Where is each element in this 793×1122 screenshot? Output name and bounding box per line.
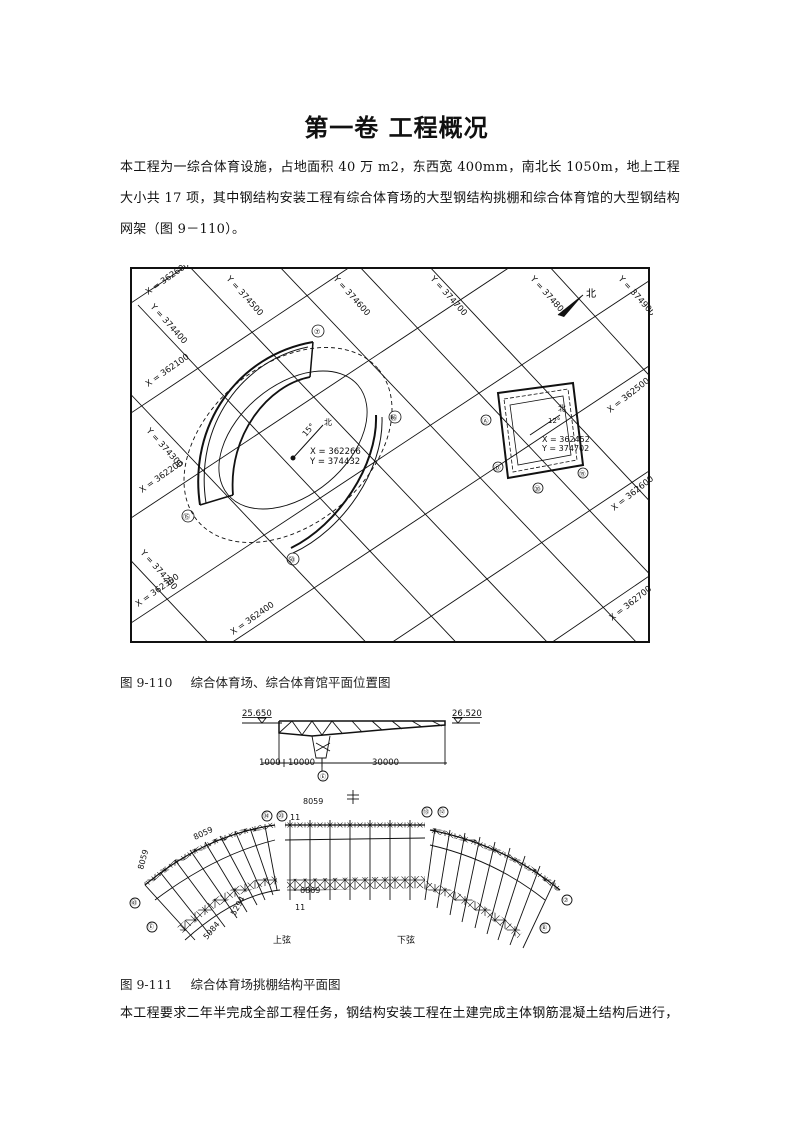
level-right: 26.520 [452, 709, 482, 719]
center-x-label: X = 362266 [310, 447, 361, 457]
site-plan-figure: X = 362600 Y = 374400 X = 362100 Y = 374… [130, 265, 653, 643]
plan-frame [130, 267, 650, 643]
axis-mark: Ⓓ [494, 464, 501, 472]
north-label: 北 [324, 418, 332, 427]
axis-mark: ㊱ [390, 414, 397, 422]
stadium-plan [181, 324, 402, 566]
axis-mark: ⑳ [534, 485, 541, 493]
axis-mark: Ⓐ [482, 417, 489, 425]
center-y-label: Y = 374432 [309, 457, 360, 467]
axis-mark: ㊸ [131, 899, 137, 907]
dim-label: 8059 [303, 797, 323, 806]
lower-chord-label: 下弦 [397, 934, 415, 946]
axis-mark: ⑫ [439, 808, 445, 816]
axis-mark: ㉓ [278, 812, 284, 820]
axis-mark: ㉞ [263, 812, 269, 820]
canopy-plan-figure: 8059 8059 8059 5294 5984 6869 11 11 上弦 下… [129, 790, 573, 949]
axis-mark: ⑮ [183, 513, 190, 521]
dim-label: 6869 [300, 886, 320, 895]
caption-number: 图 9-111 [120, 977, 173, 992]
intro-paragraph: 本工程为一综合体育设施，占地面积 40 万 m2，东西宽 400mm，南北长 1… [120, 160, 680, 237]
dim-label: 10000 [288, 758, 315, 768]
caption-number: 图 9-110 [120, 675, 173, 690]
axis-mark: ⑦ [314, 328, 320, 336]
angle-label: 12° [548, 417, 560, 425]
axis-mark: ⑦ [563, 897, 569, 904]
canopy-elevation-figure: 25.650 26.520 1000 10000 30000 Ⓔ [242, 709, 482, 782]
level-left: 25.650 [242, 709, 272, 719]
upper-chord-label: 上弦 [273, 934, 291, 946]
axis-mark: ⑬ [423, 808, 429, 816]
axis-mark: Ⓑ [541, 924, 547, 932]
page-title: 第一卷 工程概况 [304, 114, 489, 142]
dim-label: 5984 [202, 920, 222, 941]
axis-mark: Ⓔ [148, 923, 154, 931]
north-label: 北 [558, 404, 566, 413]
dim-label: 30000 [372, 758, 399, 768]
dim-label: 8059 [136, 849, 150, 871]
axis-mark: ⑮ [579, 470, 586, 478]
center-x-label: X = 362452 [542, 435, 590, 444]
axis-mark: ㊿ [288, 556, 295, 564]
dim-label: 8059 [192, 825, 214, 842]
axis-mark: Ⓔ [320, 773, 326, 781]
center-y-label: Y = 374702 [541, 444, 589, 453]
svg-text:北: 北 [586, 288, 596, 300]
figure-111-caption: 图 9-111 综合体育场挑棚结构平面图 [120, 974, 341, 993]
caption-text: 综合体育场、综合体育馆平面位置图 [190, 675, 391, 690]
north-arrow-icon: 北 [557, 288, 596, 317]
dim-label: 1000 [259, 758, 281, 768]
section-mark: 11 [290, 813, 300, 822]
caption-text: 综合体育场挑棚结构平面图 [190, 977, 341, 992]
gymnasium-plan [480, 381, 589, 494]
section-mark: 11 [295, 903, 305, 912]
figure-110-caption: 图 9-110 综合体育场、综合体育馆平面位置图 [120, 672, 391, 691]
body-paragraph: 本工程要求二年半完成全部工程任务，钢结构安装工程在土建完成主体钢筋混凝土结构后进… [120, 1006, 679, 1021]
